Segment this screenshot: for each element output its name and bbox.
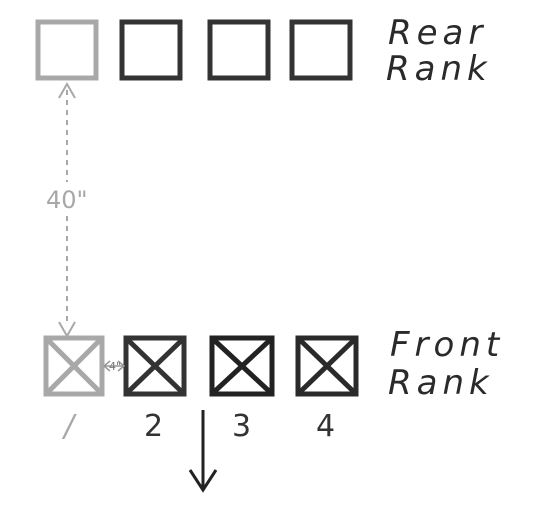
front-rank-label-line2: Rank	[388, 363, 494, 403]
arrow-down-icon	[58, 321, 76, 339]
rear-rank	[35, 19, 353, 81]
rear-rank-label-line1: Rear	[388, 13, 487, 53]
front-rank-soldier-3	[209, 335, 275, 397]
front-rank-soldier-2	[123, 335, 187, 397]
interval-indicator: 4"	[102, 360, 126, 373]
file-number-1: /	[61, 409, 77, 444]
interval-label: 4"	[109, 360, 121, 373]
file-number-3: 3	[232, 409, 251, 444]
arrow-left-icon	[102, 360, 111, 372]
rear-rank-soldier-4	[289, 19, 353, 81]
rear-rank-label-line2: Rank	[386, 49, 492, 89]
arrow-right-icon	[117, 360, 126, 372]
distance-label: 40"	[46, 186, 88, 214]
arrow-up-icon	[58, 81, 76, 99]
rear-rank-soldier-1	[35, 19, 99, 81]
distance-indicator: 40"	[46, 81, 88, 339]
file-number-2: 2	[144, 409, 163, 444]
march-direction-arrow-icon	[188, 410, 218, 493]
front-rank-label-line1: Front	[390, 325, 504, 365]
rear-rank-soldier-3	[207, 19, 271, 81]
front-rank	[43, 335, 359, 397]
file-number-4: 4	[316, 409, 335, 444]
front-rank-soldier-4	[295, 335, 359, 397]
front-rank-soldier-1	[43, 335, 105, 397]
rear-rank-soldier-2	[119, 19, 183, 81]
